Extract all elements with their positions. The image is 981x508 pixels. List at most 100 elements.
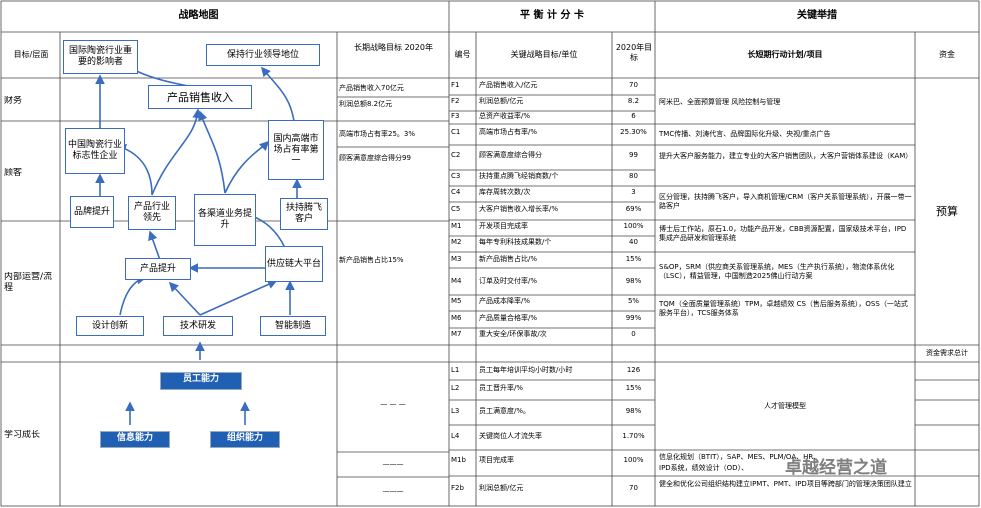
subheader-target-2020: 2020年目标: [615, 43, 653, 62]
kpi-id: M1: [451, 222, 462, 230]
kpi-target: 0: [631, 330, 636, 338]
kpi-target: 1.70%: [622, 432, 645, 440]
map-box-lead-position: 保持行业领导地位: [206, 44, 320, 66]
map-box-support-clients: 扶持腾飞客户: [280, 198, 328, 230]
long-goal-dash-3: ———: [382, 487, 404, 495]
kpi-target: 3: [631, 188, 636, 196]
action-c2: 提升大客户服务能力，建立专业的大客户销售团队，大客户营销体系建设（KAM）: [659, 152, 913, 160]
kpi-name: 开发项目完成率: [479, 222, 528, 230]
kpi-target: 6: [631, 112, 636, 120]
kpi-id: F2: [451, 97, 460, 105]
action-c4: 区分管理，扶持腾飞客户，导入商机管理/CRM（客户关系管理系统），开展一带一路客…: [659, 193, 912, 210]
kpi-name: 重大安全/环保事故/次: [479, 330, 547, 338]
kpi-target: 15%: [625, 384, 642, 392]
kpi-target: 70: [629, 484, 638, 492]
map-box-org-ability: 组织能力: [210, 431, 280, 448]
kpi-id: M2: [451, 238, 462, 246]
kpi-name: 总资产收益率/%: [479, 112, 531, 120]
kpi-id: F2b: [451, 484, 464, 492]
level-finance: 财务: [4, 96, 23, 106]
long-goal-market-share: 高端市场占有率25。3%: [339, 130, 416, 138]
action-c1: TMC传播、刘涛代言、品牌国际化升级、央视/重点广告: [659, 130, 831, 138]
action-m3: S&OP，SRM（供应商关系管理系统，MES（生产执行系统），物流体系优化（LS…: [659, 263, 895, 280]
fund-budget: 预算: [936, 205, 958, 218]
map-box-intl-influence: 国际陶瓷行业重要的影响者: [63, 40, 138, 74]
kpi-name: 大客户销售收入增长率/%: [479, 205, 559, 213]
subheader-action-plan: 长短期行动计划/项目: [747, 50, 823, 59]
action-m5: TQM（全面质量管理系统）TPM，卓越绩效 CS（售后服务系统），OSS（一站式…: [659, 300, 908, 317]
long-goal-new-product: 新产品销售占比15%: [339, 256, 404, 264]
kpi-name: 产品销售收入/亿元: [479, 81, 538, 89]
kpi-id: L2: [451, 384, 460, 392]
kpi-name: 员工每年培训平均小时数/小时: [479, 366, 573, 374]
long-goal-satisfaction: 顾客满意度综合得分99: [339, 154, 411, 162]
kpi-name: 利润总额/亿元: [479, 484, 524, 492]
long-goal-dash-2: ———: [382, 460, 404, 468]
kpi-target: 70: [629, 81, 638, 89]
kpi-id: M1b: [451, 456, 466, 464]
kpi-target: 100%: [623, 222, 644, 230]
action-last: 健全和优化公司组织结构建立IPMT、PMT、IPD项目等跨部门的管理决策团队建立: [659, 480, 912, 488]
map-box-design: 设计创新: [76, 316, 144, 336]
kpi-name: 顾客满意度综合得分: [479, 151, 542, 159]
kpi-target: 5%: [627, 297, 640, 305]
kpi-id: M4: [451, 277, 462, 285]
kpi-target: 98%: [625, 407, 642, 415]
long-goal-dash: — — —: [380, 400, 406, 408]
kpi-target: 99: [629, 151, 638, 159]
subheader-goal-level: 目标/层面: [13, 50, 49, 59]
kpi-target: 80: [629, 172, 638, 180]
kpi-name: 新产品销售占比/%: [479, 255, 538, 263]
kpi-name: 产品成本降率/%: [479, 297, 531, 305]
action-info-2: IPD系统，绩效设计（OD）、: [659, 464, 749, 472]
kpi-id: L1: [451, 366, 460, 374]
kpi-id: C1: [451, 128, 461, 136]
action-info-1: 信息化规划（BTIT），SAP、MES、PLM/OA、HR、: [659, 453, 821, 461]
kpi-name: 产品质量合格率/%: [479, 314, 538, 322]
level-internal: 内部运营/流程: [4, 272, 53, 293]
map-box-channel-up: 各渠道业务提升: [194, 194, 256, 246]
kpi-id: M3: [451, 255, 462, 263]
kpi-name: 扶持重点腾飞经销商数/个: [479, 172, 559, 180]
subheader-fund: 资金: [939, 50, 955, 59]
subheader-number: 编号: [454, 50, 471, 59]
kpi-name: 库存周转次数/次: [479, 188, 531, 196]
map-box-staff-ability: 员工能力: [160, 372, 242, 390]
kpi-name: 关键岗位人才流失率: [479, 432, 542, 440]
watermark-text: 卓越经营之道: [785, 458, 887, 478]
level-learning: 学习成长: [4, 430, 41, 440]
map-box-product-sales: 产品销售收入: [148, 85, 252, 109]
map-box-china-brand: 中国陶瓷行业标志性企业: [65, 128, 125, 174]
kpi-name: 项目完成率: [479, 456, 514, 464]
map-box-product-lead: 产品行业领先: [128, 196, 176, 230]
kpi-target: 100%: [623, 456, 644, 464]
kpi-name: 员工晋升率/%: [479, 384, 524, 392]
header-key-measures: 关键举措: [797, 10, 837, 21]
kpi-name: 订单及时交付率/%: [479, 277, 538, 285]
long-goal-sales: 产品销售收入70亿元: [339, 84, 404, 92]
kpi-name: 每年专利科技成果数/个: [479, 238, 552, 246]
subheader-long-term-goal: 长期战略目标 2020年: [354, 43, 433, 52]
long-goal-profit: 利润总额8.2亿元: [339, 100, 393, 108]
kpi-name: 高端市场占有率/%: [479, 128, 538, 136]
subheader-kpi: 关键战略目标/单位: [510, 50, 578, 59]
header-strategy-map: 战略地图: [178, 10, 219, 21]
map-box-brand-up: 品牌提升: [70, 196, 114, 228]
kpi-id: F3: [451, 112, 460, 120]
kpi-id: L4: [451, 432, 460, 440]
kpi-target: 15%: [625, 255, 642, 263]
action-finance: 阿米巴、全面预算管理 风险控制与管理: [659, 98, 781, 106]
kpi-id: L3: [451, 407, 460, 415]
action-learning: 人才管理模型: [764, 402, 806, 410]
fund-total: 资金需求总计: [926, 349, 968, 357]
map-box-product-up: 产品提升: [125, 258, 191, 280]
kpi-id: M7: [451, 330, 462, 338]
kpi-target: 99%: [625, 314, 642, 322]
kpi-id: F1: [451, 81, 460, 89]
kpi-name: 利润总额/亿元: [479, 97, 524, 105]
kpi-target: 40: [629, 238, 638, 246]
map-box-supply-platform: 供应链大平台: [265, 246, 323, 282]
map-box-info-ability: 信息能力: [100, 431, 170, 448]
kpi-id: M6: [451, 314, 462, 322]
